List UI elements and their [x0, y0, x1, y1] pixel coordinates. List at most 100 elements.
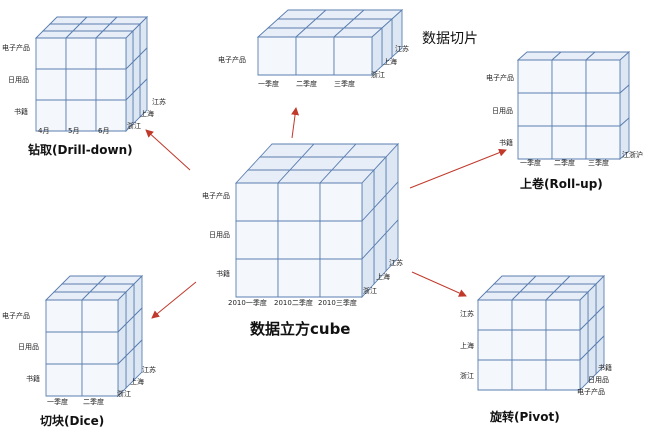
cube-cell-face — [585, 59, 621, 94]
slice-row-label: 电子产品 — [218, 55, 246, 64]
dice-depth-label: 浙江 — [117, 389, 131, 398]
pivot-depth-label: 电子产品 — [577, 387, 605, 396]
cube-cell-face — [511, 299, 547, 331]
dice-title: 切块(Dice) — [40, 413, 104, 428]
cube-cell-face — [235, 258, 279, 298]
cube-cell-face — [585, 92, 621, 127]
center-row-label: 日用品 — [209, 231, 230, 239]
pivot-labels: 江苏 上海 浙江 书籍 日用品 电子产品 旋转(Pivot) — [460, 309, 612, 424]
cube-cell-face — [545, 359, 581, 391]
cube-cell-face — [45, 331, 83, 365]
cube-cell-face — [371, 26, 383, 77]
center-labels: 电子产品 日用品 书籍 2010一季度 2010二季度 2010三季度 江苏 上… — [202, 191, 403, 338]
slice-col-label: 二季度 — [296, 79, 317, 88]
pivot-row-label: 上海 — [460, 341, 474, 350]
cube-cell-face — [95, 37, 127, 70]
cube-cell-face — [319, 182, 363, 222]
arrow-to-drilldown — [145, 129, 191, 171]
drilldown-labels: 电子产品 日用品 书籍 4月 5月 6月 江苏 上海 浙江 钻取(Drill-d… — [2, 43, 166, 157]
rollup-row-label: 日用品 — [492, 107, 513, 115]
rollup-col-label: 二季度 — [554, 158, 575, 167]
slice-labels: 电子产品 一季度 二季度 三季度 江苏 上海 浙江 数据切片 — [218, 31, 478, 88]
cube-cell-face — [95, 68, 127, 101]
drill-col-label: 6月 — [98, 127, 109, 135]
cube-cell-face — [45, 363, 83, 397]
pivot-depth-label: 书籍 — [598, 363, 612, 372]
dice-col-label: 一季度 — [47, 397, 68, 406]
dice-row-label: 日用品 — [18, 343, 39, 351]
dice-col-label: 二季度 — [83, 397, 104, 406]
arrow-to-slice — [291, 107, 300, 139]
cube-cell-face — [45, 299, 83, 333]
cube-cell-face — [65, 68, 97, 101]
slice-cube — [256, 8, 404, 77]
slice-depth-label: 江苏 — [395, 44, 409, 53]
cube-cell-face — [517, 59, 553, 94]
cube-cell-face — [235, 220, 279, 260]
cube-cell-face — [511, 359, 547, 391]
rollup-labels: 电子产品 日用品 书籍 一季度 二季度 三季度 江浙沪 上卷(Roll-up) — [486, 73, 643, 191]
rollup-depth-label: 江浙沪 — [622, 150, 643, 159]
drill-col-label: 4月 — [38, 127, 49, 135]
arrows — [145, 107, 507, 319]
cube-cell-face — [257, 36, 297, 76]
cube-cell-face — [65, 37, 97, 70]
slice-depth-label: 浙江 — [371, 70, 385, 79]
center-depth-label: 江苏 — [389, 258, 403, 267]
cube-cell-face — [517, 92, 553, 127]
cube-cell-face — [81, 331, 119, 365]
dice-labels: 电子产品 日用品 书籍 一季度 二季度 江苏 上海 浙江 切块(Dice) — [2, 311, 156, 428]
center-row-label: 书籍 — [216, 269, 230, 278]
cube-cell-face — [477, 329, 513, 361]
cube-cell-face — [277, 258, 321, 298]
rollup-col-label: 三季度 — [588, 158, 609, 167]
center-cube — [234, 142, 400, 299]
center-title: 数据立方cube — [250, 320, 350, 338]
pivot-title: 旋转(Pivot) — [489, 409, 560, 424]
drill-depth-label: 浙江 — [127, 121, 141, 130]
cube-cell-face — [81, 299, 119, 333]
cube-cell-face — [35, 37, 67, 70]
dice-cube — [44, 274, 144, 398]
pivot-row-label: 江苏 — [460, 309, 474, 318]
cube-cell-face — [132, 84, 141, 126]
rollup-cube — [516, 50, 631, 161]
arrow-to-pivot — [411, 271, 467, 297]
dice-depth-label: 江苏 — [142, 365, 156, 374]
cube-cell-face — [517, 125, 553, 160]
rollup-title: 上卷(Roll-up) — [520, 176, 603, 191]
drill-col-label: 5月 — [68, 127, 79, 135]
cube-cell-face — [95, 99, 127, 132]
cube-cell-face — [477, 299, 513, 331]
dice-depth-label: 上海 — [130, 377, 144, 386]
drill-depth-label: 上海 — [140, 109, 154, 118]
center-col-label: 2010一季度 — [228, 298, 267, 307]
cube-cell-face — [511, 329, 547, 361]
cube-cell-face — [319, 258, 363, 298]
pivot-depth-label: 日用品 — [588, 376, 609, 384]
cube-cell-face — [295, 36, 335, 76]
arrow-to-rollup — [409, 148, 507, 189]
rollup-row-label: 书籍 — [499, 138, 513, 147]
pivot-cube — [476, 274, 606, 392]
cube-cell-face — [277, 220, 321, 260]
cube-cell-face — [235, 182, 279, 222]
arrow-to-dice — [151, 281, 197, 319]
drilldown-title: 钻取(Drill-down) — [28, 142, 133, 157]
cube-cell-face — [81, 363, 119, 397]
dice-row-label: 电子产品 — [2, 311, 30, 320]
drilldown-cube — [34, 15, 149, 133]
cube-cell-face — [333, 36, 373, 76]
cube-cell-face — [551, 125, 587, 160]
cube-cell-face — [35, 68, 67, 101]
slice-title: 数据切片 — [422, 31, 478, 47]
dice-row-label: 书籍 — [26, 374, 40, 383]
slice-depth-label: 上海 — [383, 57, 397, 66]
cube-cell-face — [585, 125, 621, 160]
center-depth-label: 上海 — [376, 272, 390, 281]
cube-cell-face — [477, 359, 513, 391]
slice-col-label: 一季度 — [258, 79, 279, 88]
center-depth-label: 浙江 — [363, 286, 377, 295]
center-row-label: 电子产品 — [202, 191, 230, 200]
